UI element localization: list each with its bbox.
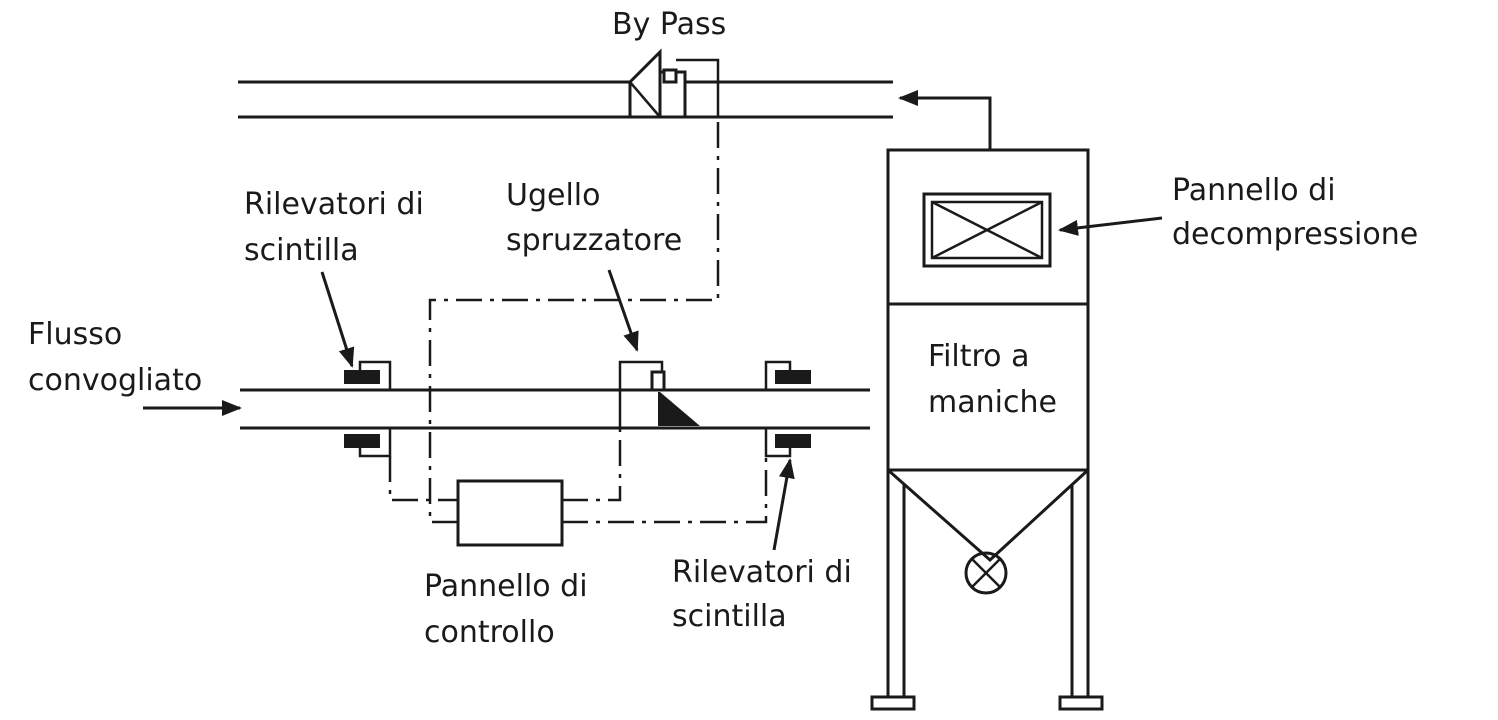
decompression-panel	[922, 192, 1052, 268]
main-duct	[240, 388, 870, 430]
spark-detector-left	[344, 360, 392, 458]
bypass-label: By Pass	[612, 7, 726, 42]
spark-detector-right	[764, 360, 811, 458]
control-panel-label-line2: controllo	[424, 615, 555, 650]
flow-label-line2: convogliato	[28, 363, 202, 398]
spark-detector-left-label-line2: scintilla	[244, 233, 359, 268]
spark-detector-left-label-line1: Rilevatori di	[244, 187, 424, 222]
control-panel	[456, 479, 564, 547]
filter-label-line2: maniche	[928, 385, 1057, 420]
control-panel-label-line1: Pannello di	[424, 569, 588, 604]
nozzle-label-line1: Ugello	[506, 178, 600, 213]
nozzle-label-line2: spruzzatore	[506, 223, 682, 258]
flow-label-line1: Flusso	[28, 317, 122, 352]
spark-detector-right-label-line2: scintilla	[672, 599, 787, 634]
bypass-duct	[238, 80, 893, 119]
decompression-label-line1: Pannello di	[1172, 173, 1336, 208]
label-pointers	[320, 216, 1163, 551]
filter-outlet-arrow	[898, 90, 992, 150]
bypass-valve	[628, 48, 720, 119]
spark-detector-right-label-line1: Rilevatori di	[672, 555, 852, 590]
control-wiring	[388, 117, 768, 524]
spray-nozzle	[618, 360, 700, 428]
filter-label-line1: Filtro a	[928, 339, 1029, 374]
decompression-label-line2: decompressione	[1172, 217, 1418, 252]
